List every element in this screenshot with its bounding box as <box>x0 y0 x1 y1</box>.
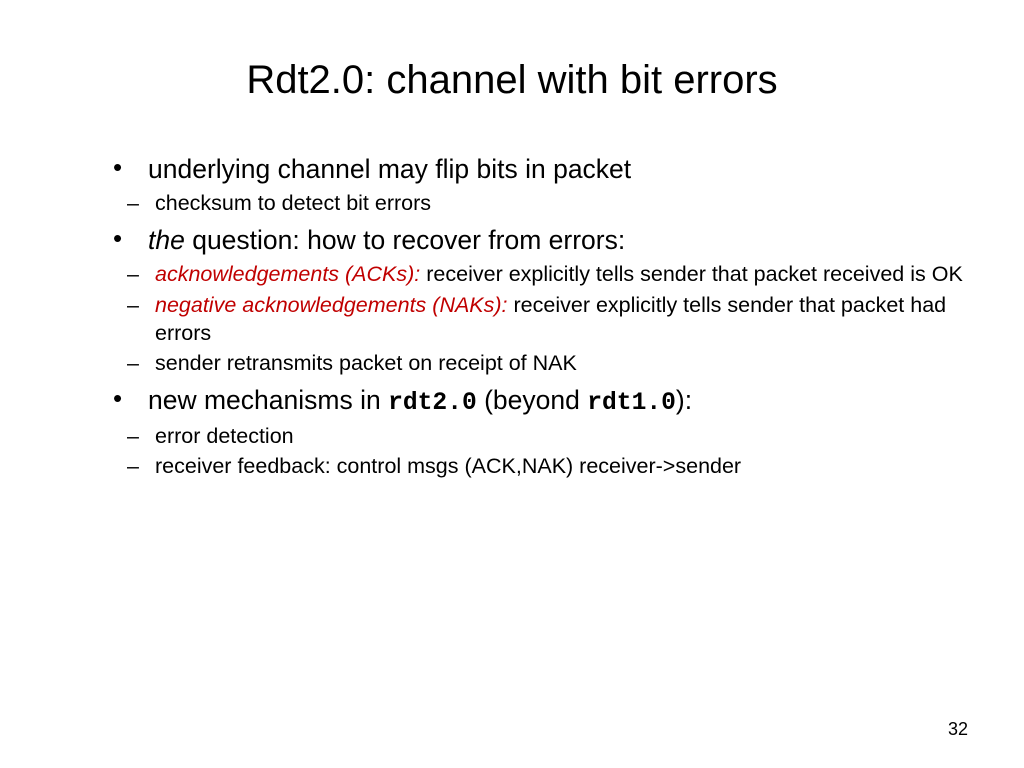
sub-item-2-2: – negative acknowledgements (NAKs): rece… <box>104 291 994 348</box>
bullet-text-2-emphasis: the <box>148 224 185 255</box>
bullet-item-1: • underlying channel may flip bits in pa… <box>104 152 994 218</box>
bullet-glyph-icon: • <box>113 222 123 253</box>
code-rdt2: rdt2.0 <box>388 388 477 417</box>
bullet-list: • underlying channel may flip bits in pa… <box>104 152 994 481</box>
sub-text-2-3: sender retransmits packet on receipt of … <box>155 351 577 376</box>
page-title: Rdt2.0: channel with bit errors <box>246 58 778 102</box>
dash-glyph-icon: – <box>127 351 139 376</box>
sub-item-1-1: – checksum to detect bit errors <box>104 189 994 217</box>
sub-list-1: – checksum to detect bit errors <box>127 189 994 217</box>
bullet-glyph-icon: • <box>113 382 123 413</box>
bullet-text-2: question: how to recover from errors: <box>184 224 626 255</box>
sub-list-3: – error detection – receiver feedback: c… <box>127 422 994 481</box>
bullet-glyph-icon: • <box>113 152 123 182</box>
sub-item-2-3: – sender retransmits packet on receipt o… <box>104 349 994 377</box>
sub-item-3-2: – receiver feedback: control msgs (ACK,N… <box>104 452 994 480</box>
dash-glyph-icon: – <box>127 262 139 287</box>
sub-text-2-1: receiver explicitly tells sender that pa… <box>420 262 963 287</box>
bullet-text-3b: (beyond <box>476 384 588 415</box>
sub-text-2-2: receiver explicitly tells sender that pa… <box>155 292 947 345</box>
dash-glyph-icon: – <box>127 423 139 448</box>
sub-item-3-1: – error detection <box>104 422 994 450</box>
bullet-item-3: • new mechanisms in rdt2.0 (beyond rdt1.… <box>104 383 994 481</box>
sub-text-3-2: receiver feedback: control msgs (ACK,NAK… <box>155 454 742 479</box>
bullet-text-3a: new mechanisms in <box>148 384 389 415</box>
code-rdt1: rdt1.0 <box>587 388 676 417</box>
dash-glyph-icon: – <box>127 454 139 479</box>
sub-item-2-1: – acknowledgements (ACKs): receiver expl… <box>104 260 994 288</box>
sub-label-naks: negative acknowledgements (NAKs): <box>155 292 508 317</box>
bullet-text-3c: ): <box>675 384 693 415</box>
sub-text-3-1: error detection <box>155 423 294 448</box>
sub-list-2: – acknowledgements (ACKs): receiver expl… <box>127 260 994 378</box>
bullet-text-1: underlying channel may flip bits in pack… <box>148 154 632 184</box>
sub-label-acks: acknowledgements (ACKs): <box>155 262 421 287</box>
dash-glyph-icon: – <box>127 191 139 216</box>
dash-glyph-icon: – <box>127 292 139 317</box>
slide-body: • underlying channel may flip bits in pa… <box>104 152 994 486</box>
page-number: 32 <box>947 719 968 739</box>
sub-text-1-1: checksum to detect bit errors <box>155 191 432 216</box>
bullet-item-2: • the question: how to recover from erro… <box>104 223 994 378</box>
